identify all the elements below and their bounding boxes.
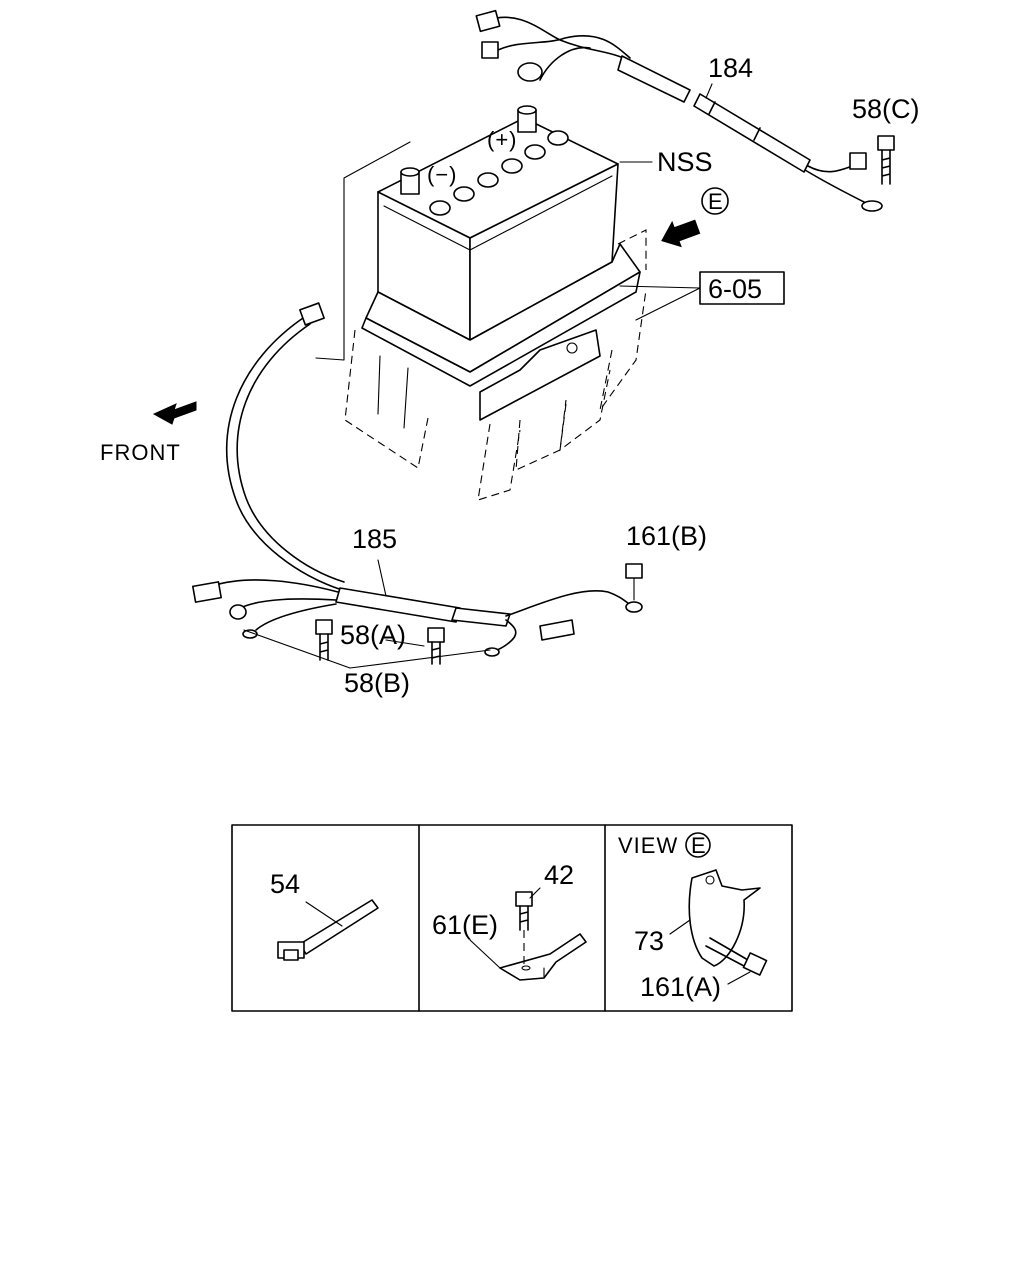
- nut-161b: [625, 563, 643, 601]
- bracket-61e: [499, 933, 587, 981]
- harness-184: [475, 9, 883, 212]
- callout-58c: 58(C): [852, 94, 920, 124]
- plate-73: [688, 869, 761, 967]
- front-arrow: [152, 401, 197, 425]
- bolt-58b: [315, 619, 333, 661]
- negative-terminal-label: (−): [427, 162, 458, 187]
- leader-161a: [727, 971, 751, 985]
- battery-tray: [344, 229, 647, 501]
- callout-61e: 61(E): [432, 910, 498, 940]
- inset-panels: [231, 824, 793, 1012]
- bolt-58a: [427, 627, 445, 665]
- front-label: FRONT: [100, 440, 181, 465]
- callout-185: 185: [352, 524, 397, 554]
- leader-61e: [469, 939, 501, 969]
- view-letter-circle: [685, 832, 711, 858]
- callout-6-05: 6-05: [708, 274, 762, 304]
- battery-caps: [429, 130, 569, 216]
- leader-58a: [385, 639, 425, 647]
- view-label: VIEW: [618, 833, 678, 858]
- bolt-58c: [877, 135, 895, 185]
- leader-184: [705, 83, 713, 99]
- battery: [377, 105, 619, 341]
- callout-42: 42: [544, 860, 574, 890]
- cable-tie-54: [277, 899, 379, 961]
- nut-161a: [705, 937, 768, 976]
- positive-terminal-label: (+): [487, 127, 518, 152]
- harness-185: [192, 302, 643, 657]
- view-letter: E: [691, 833, 707, 858]
- callout-73: 73: [634, 926, 664, 956]
- negative-cable-reference: [315, 141, 411, 361]
- ref-6-05-box: [619, 271, 785, 321]
- leader-58b: [243, 629, 491, 669]
- callout-161b: 161(B): [626, 521, 707, 551]
- bolt-42: [515, 887, 541, 966]
- callout-58a: 58(A): [340, 620, 406, 650]
- callout-58b: 58(B): [344, 668, 410, 698]
- callout-54: 54: [270, 869, 300, 899]
- callout-nss: NSS: [657, 147, 713, 177]
- view-e-arrow: [661, 187, 729, 248]
- view-e-marker: E: [708, 189, 724, 214]
- callout-161a: 161(A): [640, 972, 721, 1002]
- leader-185: [377, 559, 387, 597]
- leader-73: [669, 919, 691, 935]
- callout-184: 184: [708, 53, 753, 83]
